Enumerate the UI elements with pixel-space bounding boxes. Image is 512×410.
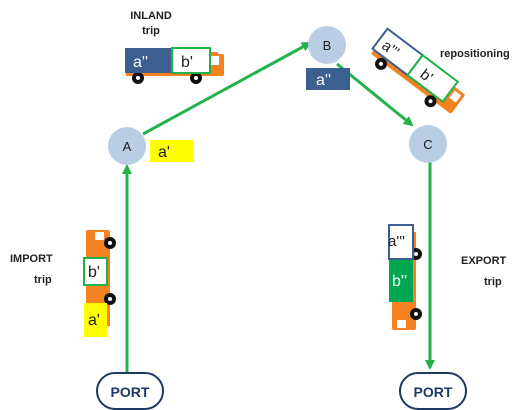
export-container-top: a''' xyxy=(388,233,405,250)
node-c-label: C xyxy=(423,137,432,152)
import-container-bottom: a' xyxy=(88,312,100,329)
export-container-bottom: b'' xyxy=(392,273,407,290)
port-left: PORT xyxy=(96,372,164,410)
repositioning-truck: a''' b' xyxy=(371,27,465,114)
inland-label-line1: INLAND xyxy=(130,10,172,22)
node-c: C xyxy=(409,125,447,163)
import-container-top: b' xyxy=(88,264,100,281)
node-b: B xyxy=(308,26,346,64)
import-truck: b' a' xyxy=(83,230,116,337)
inland-container-rear: b' xyxy=(181,54,193,71)
repositioning-container-front: a''' xyxy=(378,37,402,61)
port-right-label: PORT xyxy=(414,384,453,400)
inland-truck: a'' b' xyxy=(125,47,224,84)
repositioning-label: repositioning xyxy=(440,48,510,60)
import-label-line1: IMPORT xyxy=(10,253,53,265)
node-a: A xyxy=(108,127,146,165)
import-label-line2: trip xyxy=(34,274,52,286)
tag-a-double-prime: a'' xyxy=(306,68,350,90)
inland-label-line2: trip xyxy=(142,25,160,37)
export-label-line2: trip xyxy=(484,276,502,288)
port-left-label: PORT xyxy=(111,384,150,400)
tag-a-prime-label: a' xyxy=(158,144,170,161)
tag-a-double-prime-label: a'' xyxy=(316,72,331,89)
node-a-label: A xyxy=(123,139,132,154)
export-label-line1: EXPORT xyxy=(461,255,507,267)
port-right: PORT xyxy=(399,372,467,410)
arrow-a-to-b xyxy=(142,41,312,136)
tag-a-prime: a' xyxy=(150,140,194,162)
export-truck: a''' b'' xyxy=(388,224,422,330)
node-b-label: B xyxy=(323,38,332,53)
inland-container-front: a'' xyxy=(133,54,148,71)
